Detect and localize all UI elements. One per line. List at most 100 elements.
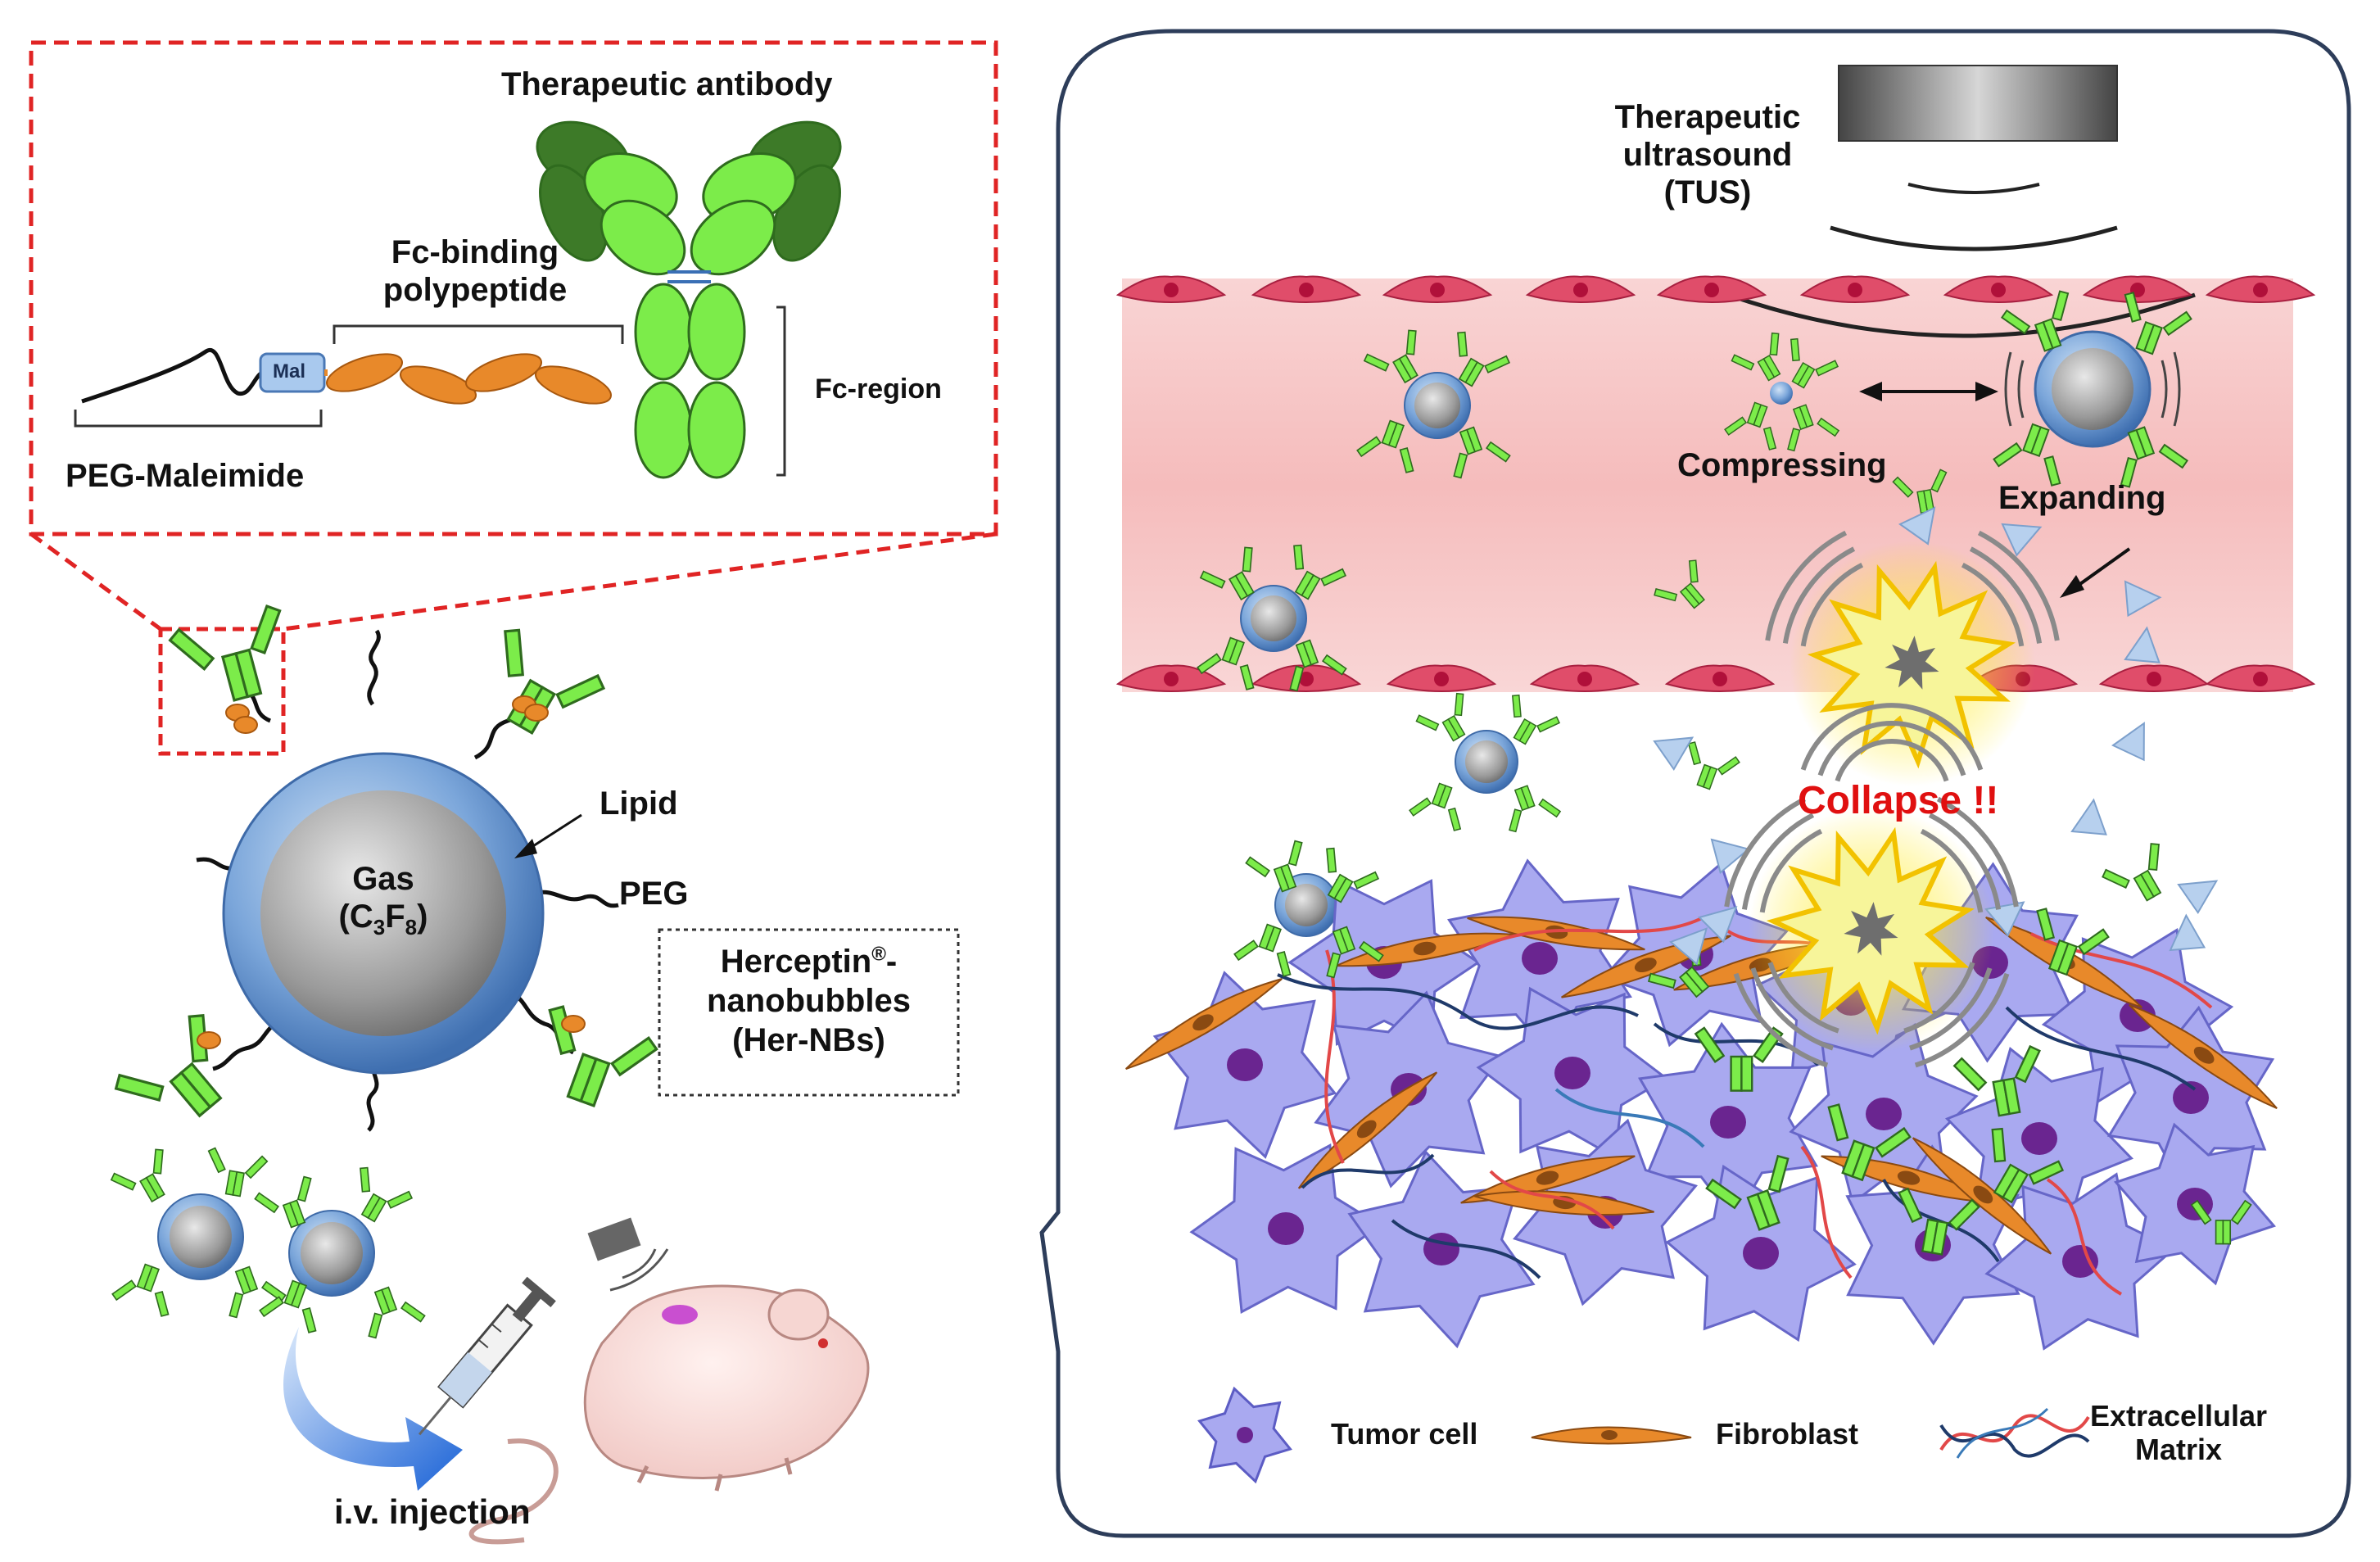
antibody-icon bbox=[1827, 1103, 1912, 1182]
fc-binding-line2: polypeptide bbox=[382, 272, 568, 308]
antibody-icon bbox=[1898, 1187, 1980, 1256]
tumor-nucleus bbox=[2062, 1245, 2098, 1278]
ecm-strand bbox=[2046, 1178, 2122, 1296]
ecm-strand bbox=[1324, 949, 1345, 1164]
antibody-icon bbox=[368, 1286, 426, 1339]
tumor-nucleus bbox=[2173, 1081, 2209, 1114]
peg-maleimide-label: PEG-Maleimide bbox=[66, 458, 305, 494]
tus-wave-1 bbox=[1907, 183, 2040, 194]
gas-label: Gas (C3F8) bbox=[301, 860, 465, 940]
shock-wave-arc bbox=[1767, 962, 1839, 1034]
antibody-icon bbox=[207, 1147, 269, 1198]
mal-label: Mal bbox=[273, 360, 306, 383]
antibody-icon bbox=[1293, 544, 1347, 600]
antibody-icon bbox=[1326, 847, 1380, 903]
antibody-icon bbox=[1363, 329, 1418, 384]
inset-box bbox=[29, 40, 998, 756]
ecm-strand bbox=[1800, 1145, 1853, 1279]
tumor-nucleus bbox=[1227, 1048, 1263, 1081]
antibody-icon bbox=[1457, 331, 1511, 387]
antibody-icon bbox=[1991, 1127, 2065, 1204]
linker-bead bbox=[524, 704, 549, 722]
shock-wave-arc bbox=[1741, 813, 1815, 910]
antibody-icon bbox=[1790, 337, 1839, 389]
mouse bbox=[468, 1217, 870, 1545]
shock-wave-arc bbox=[1782, 546, 1856, 644]
shell-fragment bbox=[1653, 736, 1695, 772]
antibody-icon bbox=[1787, 404, 1840, 452]
collapse-burst-upper bbox=[1790, 541, 2035, 786]
antibody-icon bbox=[1197, 636, 1255, 690]
shock-wave-arc bbox=[1920, 829, 1984, 913]
shell-fragment bbox=[1984, 901, 2025, 937]
gas-formula: (C3F8) bbox=[338, 899, 428, 939]
antibody-icon bbox=[1409, 782, 1462, 831]
linker-bead bbox=[197, 1031, 221, 1049]
tumor-nucleus bbox=[2120, 999, 2156, 1032]
tumor-nucleus bbox=[1268, 1212, 1304, 1245]
fc-binding-polypeptide bbox=[324, 353, 612, 405]
antibody-icon bbox=[1233, 923, 1292, 977]
antibody-icon bbox=[1724, 401, 1777, 450]
shell-fragment bbox=[1698, 906, 1738, 944]
tus-line1: Therapeutic bbox=[1614, 99, 1801, 135]
small-bubble-antibodies bbox=[110, 1147, 426, 1339]
antibody-icon bbox=[2124, 292, 2192, 355]
legend-ecm-line1: Extracellular bbox=[2089, 1399, 2268, 1433]
shock-wave-arc bbox=[1800, 563, 1864, 647]
legend-ecm-line2: Matrix bbox=[2134, 1433, 2223, 1467]
shell-fragment bbox=[2001, 523, 2043, 557]
vessel-antibodies bbox=[1197, 290, 2192, 833]
collapse-label: Collapse !! bbox=[1798, 779, 1999, 822]
small-nanobubbles bbox=[157, 1193, 375, 1297]
surface-antibody bbox=[504, 628, 606, 736]
tumor-nucleus bbox=[1710, 1106, 1746, 1139]
ecm-strand bbox=[1489, 1170, 1615, 1230]
antibody-icon bbox=[1511, 694, 1561, 745]
shock-wave-arc bbox=[1750, 967, 1834, 1051]
shell-fragment bbox=[2070, 798, 2107, 835]
lipid-label: Lipid bbox=[600, 786, 678, 822]
peg-label: PEG bbox=[619, 876, 689, 912]
tus-transducer bbox=[1838, 65, 2118, 142]
surface-antibody bbox=[114, 1014, 223, 1118]
ecm-strand bbox=[1554, 1088, 1705, 1148]
antibody-icon bbox=[2102, 843, 2162, 902]
extravascular-bubble bbox=[1274, 730, 1518, 937]
antibody-icon bbox=[2190, 1199, 2252, 1245]
fc-binding-label: Fc-binding polypeptide bbox=[352, 233, 598, 309]
compress-expand-arrow bbox=[1859, 382, 1998, 401]
shock-wave-arc bbox=[1835, 738, 1949, 782]
antibody-icon bbox=[254, 1175, 312, 1229]
antibody-icon bbox=[259, 1279, 317, 1333]
shock-wave-arc bbox=[1909, 967, 1993, 1051]
vessel-bubbles bbox=[1240, 330, 2152, 652]
surface-antibody bbox=[548, 1005, 658, 1107]
shock-wave-arc bbox=[1928, 813, 2002, 910]
tumor-nucleus bbox=[1423, 1233, 1459, 1265]
antibody-icon bbox=[1993, 423, 2061, 487]
shock-wave-arc bbox=[1724, 796, 1807, 908]
legend-fibroblast: Fibroblast bbox=[1716, 1417, 1859, 1451]
antibody-icon bbox=[1199, 546, 1255, 601]
her-nbs-box bbox=[658, 928, 960, 1097]
antibody-icon bbox=[1687, 741, 1740, 790]
inset-brackets bbox=[74, 306, 786, 477]
shock-wave-arc bbox=[1800, 703, 1984, 771]
antibody-icon bbox=[360, 1166, 414, 1223]
tus-line2: ultrasound bbox=[1622, 137, 1793, 173]
peg-chain bbox=[81, 348, 264, 404]
her-nbs-line2: nanobubbles bbox=[707, 983, 911, 1019]
fibroblast bbox=[1912, 1137, 2052, 1255]
linker-bead bbox=[233, 716, 258, 734]
antibody-icon bbox=[110, 1148, 165, 1203]
her-nbs-line1: Herceptin®- bbox=[720, 943, 898, 980]
tumor-nucleus bbox=[1743, 1237, 1779, 1270]
shell-fragment bbox=[2111, 722, 2145, 762]
antibody-icon bbox=[1415, 692, 1466, 742]
shock-wave-arc bbox=[1961, 563, 2025, 647]
therapeutic-antibody-label: Therapeutic antibody bbox=[501, 66, 833, 102]
shock-wave-arc bbox=[1765, 530, 1848, 641]
